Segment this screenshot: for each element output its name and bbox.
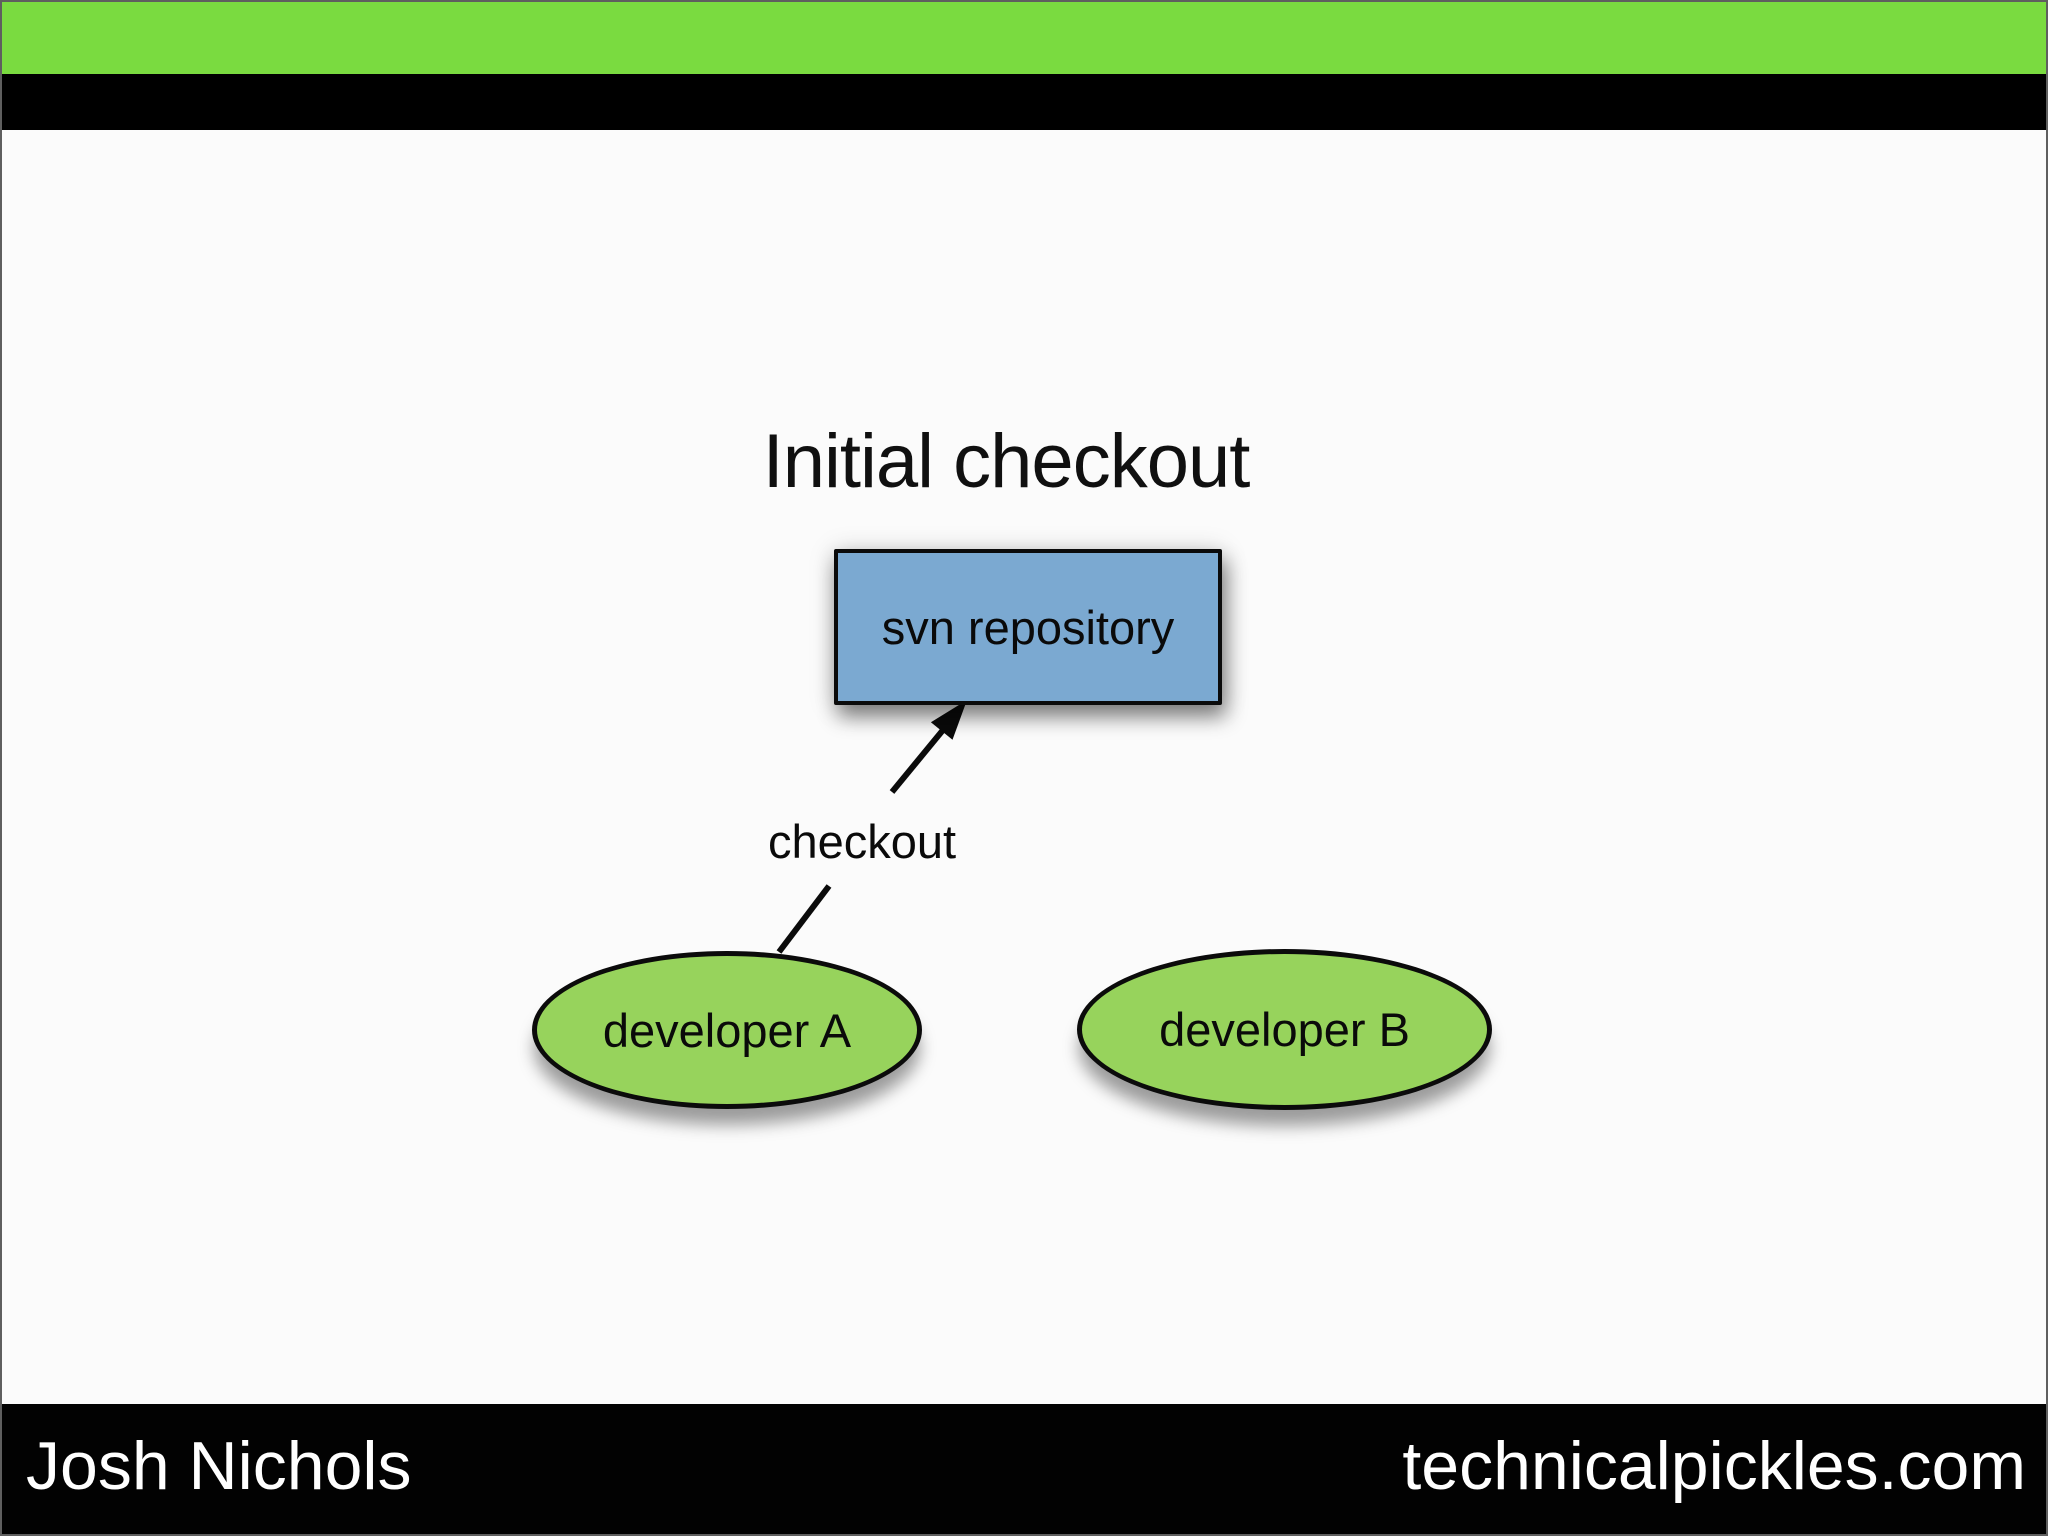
- edge-label-checkout: checkout: [767, 815, 957, 868]
- node-developer-b-label: developer B: [1159, 1003, 1410, 1056]
- footer-website: technicalpickles.com: [1402, 1428, 2026, 1504]
- footer-bar: Josh Nichols technicalpickles.com: [2, 1404, 2046, 1534]
- top-black-bar: [2, 74, 2046, 130]
- footer-author: Josh Nichols: [26, 1428, 412, 1504]
- checkout-arrow-shaft: [889, 728, 946, 794]
- top-green-bar: [2, 2, 2046, 74]
- node-developer-b: developer B: [1077, 949, 1492, 1110]
- node-developer-a-label: developer A: [602, 1003, 852, 1057]
- node-svn-repository-label: svn repository: [881, 600, 1175, 654]
- developer-a-connector-line: [776, 884, 832, 954]
- node-developer-a: developer A: [532, 951, 922, 1109]
- node-svn-repository: svn repository: [834, 549, 1222, 705]
- checkout-arrowhead-icon: [930, 700, 967, 740]
- slide-title: Initial checkout: [762, 419, 1251, 504]
